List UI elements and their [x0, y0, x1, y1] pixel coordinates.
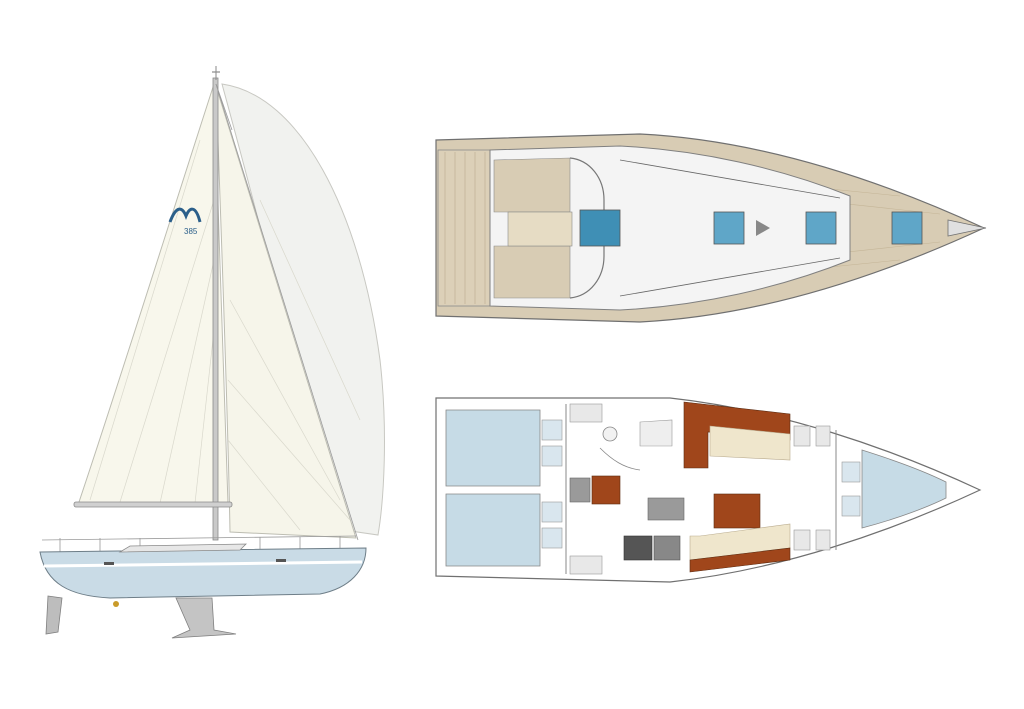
- cockpit: [489, 145, 851, 311]
- rudder: [45, 595, 63, 635]
- companionway-hatch: [579, 209, 621, 247]
- mast: [212, 77, 219, 541]
- transom-deck: [437, 149, 491, 307]
- guard-rail: [41, 535, 357, 552]
- keel: [171, 597, 237, 639]
- locker-aft-starboard: [569, 555, 603, 575]
- galley-fridge: [653, 535, 681, 561]
- forward-cabin-berth: [861, 449, 947, 529]
- companionway-steps: [591, 475, 621, 505]
- deck-plan: [435, 133, 987, 323]
- heads-toilet-icon: [602, 426, 618, 442]
- deck-hatch-1: [713, 211, 745, 245]
- sail-seams: [89, 139, 361, 531]
- interior-plan: [435, 397, 982, 583]
- hull-port-window-2: [276, 559, 286, 562]
- heads-basin: [639, 419, 673, 447]
- wave-logo-icon: [168, 207, 202, 223]
- side-view: 385: [39, 66, 385, 639]
- sail-logo-number: 385: [184, 227, 198, 236]
- locker-aft-port: [569, 403, 603, 423]
- boom: [73, 501, 233, 508]
- saloon-settee-port: [683, 401, 791, 469]
- cockpit-table: [507, 211, 573, 247]
- propeller: [113, 601, 119, 607]
- cabin-top: [118, 543, 247, 553]
- aft-cabin-port: [445, 409, 541, 487]
- door-swing: [599, 447, 641, 471]
- sail-logo: 385: [168, 207, 202, 236]
- bow-roller: [947, 219, 987, 237]
- cockpit-bench-starboard: [493, 245, 571, 299]
- hull-stripe: [43, 560, 363, 568]
- galley-sink: [647, 497, 685, 521]
- deck-hatch-3: [891, 211, 923, 245]
- saloon-table: [713, 493, 761, 529]
- aft-cabin-starboard: [445, 493, 541, 567]
- galley-stove: [623, 535, 653, 561]
- cockpit-bench-port: [493, 157, 571, 213]
- jib-sail: [215, 85, 357, 539]
- hull-port-window: [104, 562, 114, 565]
- deck-hatch-2: [805, 211, 837, 245]
- hull: [39, 547, 367, 599]
- saloon-cushion-port: [709, 425, 791, 461]
- mast-step: [756, 220, 770, 236]
- engine-box: [569, 477, 591, 503]
